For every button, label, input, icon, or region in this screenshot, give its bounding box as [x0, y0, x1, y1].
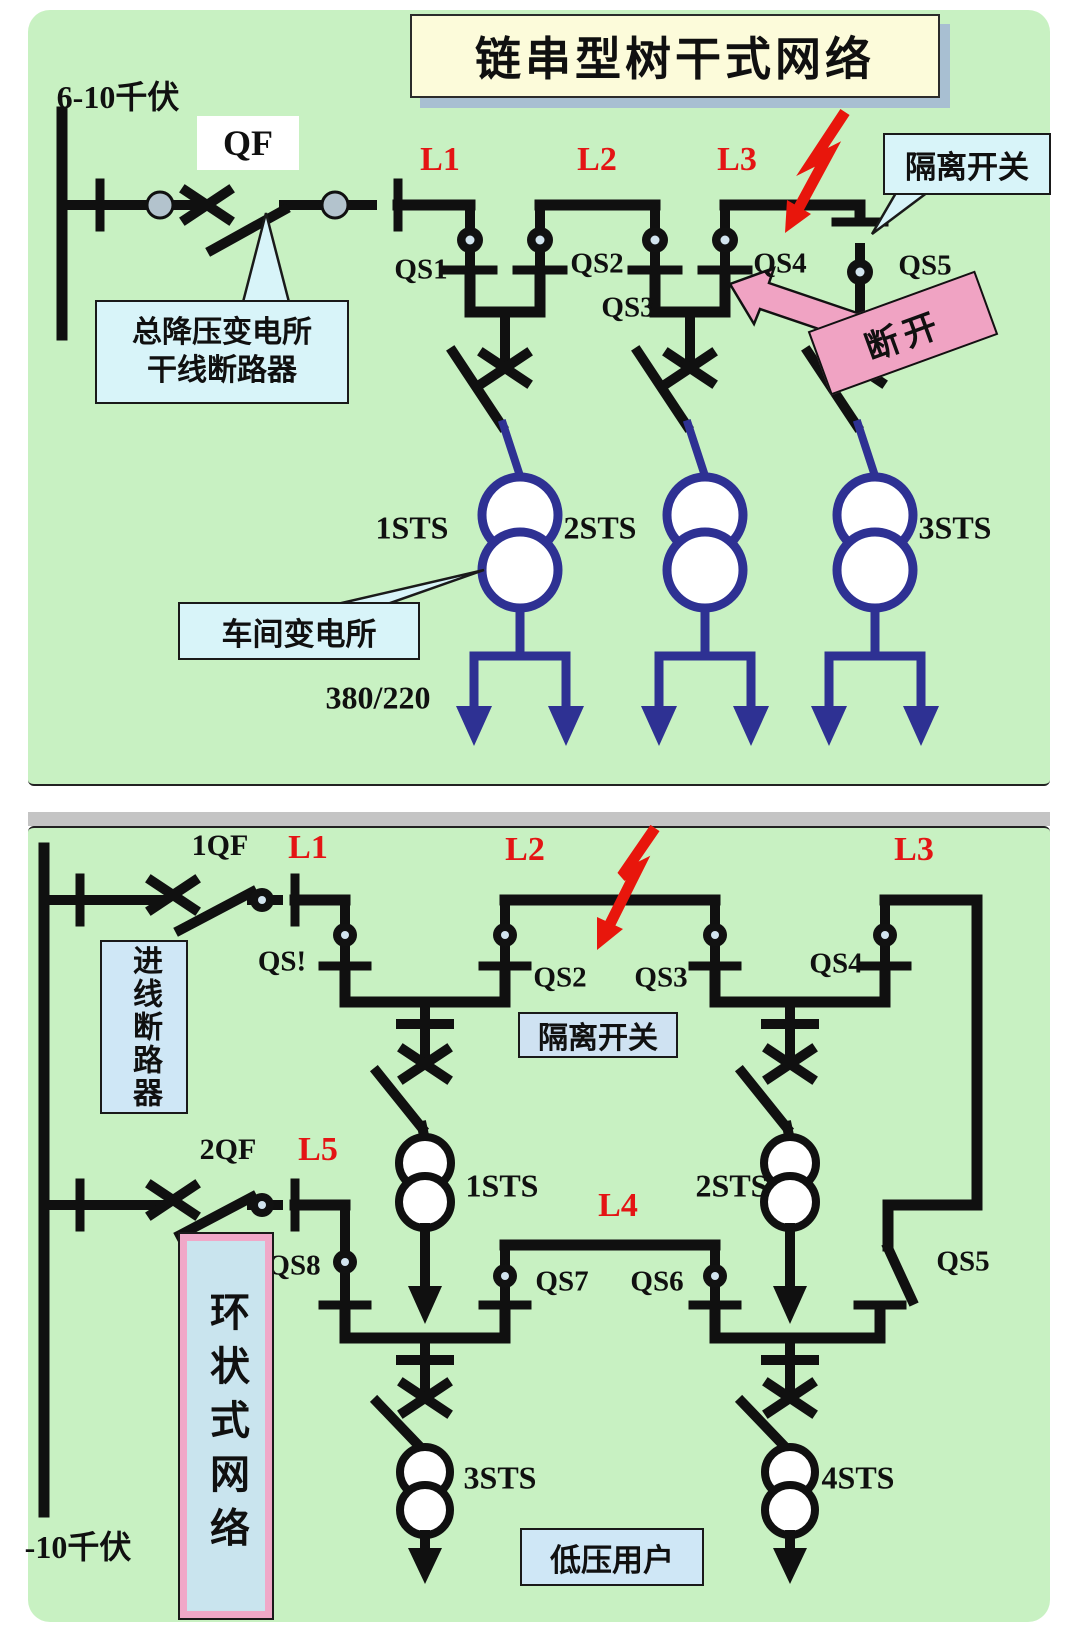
bottom-2qf-label: 2QF	[199, 1133, 257, 1166]
bottom-qs1-label: QS!	[257, 945, 307, 978]
bottom-t3-label: 3STS	[463, 1459, 537, 1496]
bottom-line-l2: L2	[505, 831, 545, 868]
bottom-line-l1: L1	[288, 829, 328, 866]
bottom-qs7-label: QS7	[535, 1265, 589, 1298]
bottom-line-l3: L3	[894, 831, 934, 868]
bottom-trunk-dots	[250, 888, 897, 1288]
bottom-output-arrowheads	[408, 1286, 807, 1584]
top-qs5-label: QS5	[898, 249, 952, 282]
bottom-1qf-label: 1QF	[191, 829, 249, 862]
top-t2-label: 2STS	[563, 509, 637, 546]
top-branch-breakers	[446, 345, 888, 433]
top-line-l3: L3	[717, 141, 757, 178]
top-line-l1: L1	[420, 141, 460, 178]
bottom-bus-feeders	[38, 842, 351, 1518]
callout-line1: 总降压变电所	[132, 316, 312, 349]
top-voltage-label: 6-10千伏	[56, 79, 180, 115]
ring-network-box: 环状式网络	[178, 1232, 274, 1620]
bottom-t2-label: 2STS	[695, 1167, 769, 1204]
bottom-qs6-label: QS6	[630, 1265, 684, 1298]
callout-line2: 干线断路器	[147, 354, 297, 387]
top-output-arrowheads	[456, 706, 939, 746]
top-line-l2: L2	[577, 141, 617, 178]
top-lv-label: 380/220	[325, 679, 431, 716]
incoming-breaker-box: 进线断路器	[100, 940, 188, 1114]
bottom-qs3-label: QS3	[634, 961, 688, 994]
panel-divider	[28, 812, 1050, 826]
qf-breaker-label: QF	[197, 116, 299, 170]
bottom-line-l4: L4	[598, 1187, 638, 1224]
top-transformers	[469, 418, 926, 715]
main-breaker-callout: 总降压变电所 干线断路器	[95, 300, 349, 404]
bottom-qs4-label: QS4	[809, 947, 863, 980]
shop-substation-callout: 车间变电所	[178, 602, 420, 660]
top-t3-label: 3STS	[918, 509, 992, 546]
bottom-voltage-label: -10千伏	[24, 1529, 132, 1565]
bottom-qs5-label: QS5	[936, 1245, 990, 1278]
isolator-callout: 隔离开关	[883, 133, 1051, 195]
ring-network-label: 环状式网络	[187, 1241, 265, 1611]
bottom-qs8-label: QS8	[267, 1249, 321, 1282]
isolator-label-box: 隔离开关	[518, 1012, 678, 1058]
bottom-t1-label: 1STS	[465, 1167, 539, 1204]
bottom-t4-label: 4STS	[821, 1459, 895, 1496]
callout-pointers-top	[240, 184, 940, 610]
lv-users-box: 低压用户	[520, 1528, 704, 1586]
top-qs4-label: QS4	[753, 247, 807, 280]
top-qs1-label: QS1	[394, 253, 448, 286]
lightning-icon-bottom	[597, 824, 660, 950]
top-qs3-label: QS3	[601, 291, 655, 324]
slide-title: 链串型树干式网络	[410, 14, 940, 98]
top-feeder-wires	[56, 106, 377, 341]
bottom-line-l5: L5	[298, 1131, 338, 1168]
top-trunk-dots	[457, 227, 873, 285]
top-t1-label: 1STS	[375, 509, 449, 546]
bottom-branches	[369, 997, 820, 1555]
top-feeder-nodes	[145, 190, 350, 220]
top-qs2-label: QS2	[570, 247, 624, 280]
bottom-qs2-label: QS2	[533, 961, 587, 994]
lightning-icon-top	[785, 108, 850, 233]
